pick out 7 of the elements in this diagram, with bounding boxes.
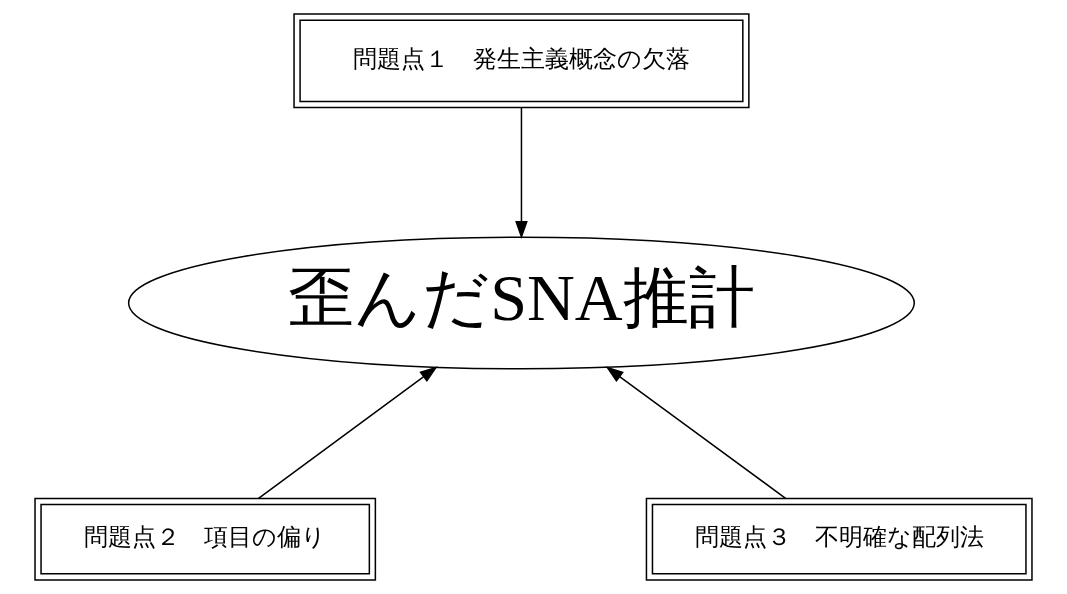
node-box: 問題点２ 項目の偏り xyxy=(34,497,377,581)
node-box: 問題点１ 発生主義概念の欠落 xyxy=(293,13,750,109)
node-ellipse: 歪んだSNA推計 xyxy=(127,236,916,370)
node-box: 問題点３ 不明確な配列法 xyxy=(645,497,1033,581)
arrow xyxy=(515,107,528,239)
arrow xyxy=(257,366,438,500)
arrow xyxy=(605,366,787,500)
